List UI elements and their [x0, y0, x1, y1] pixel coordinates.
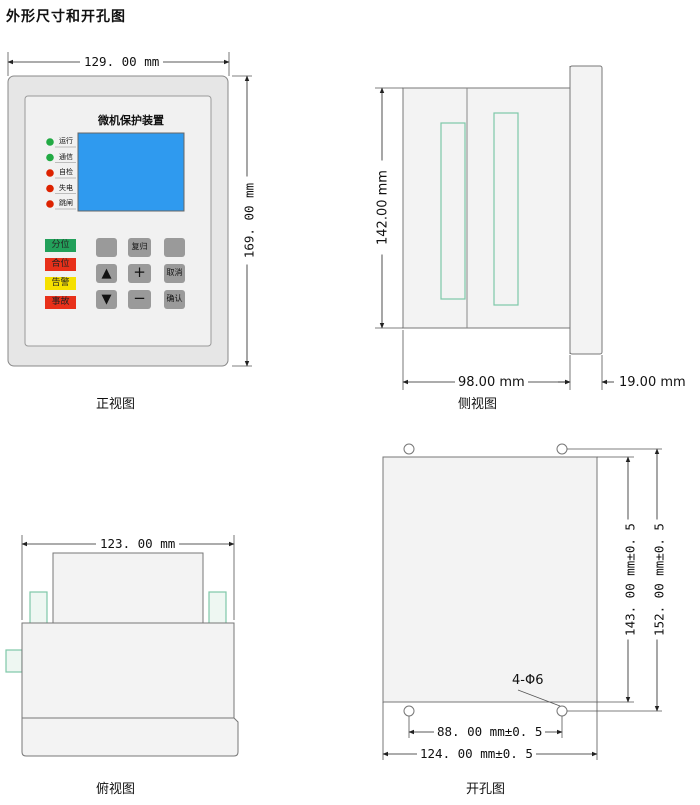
indicator-led-3 [46, 184, 54, 193]
indicator-leds [46, 138, 76, 210]
cutout-inner-width-dim-label: 88. 00 mm±0. 5 [434, 724, 546, 739]
indicator-label-3: 失电 [59, 183, 73, 192]
side-body [402, 87, 571, 329]
reset-key-bg [128, 238, 151, 257]
indicator-label-4: 跳闸 [59, 199, 73, 207]
side-view-drawing [375, 65, 614, 390]
top-rear-body [52, 552, 204, 624]
top-front-panel [21, 717, 239, 757]
cancel-key[interactable]: 取消 [166, 268, 183, 277]
cutout-outer-height-dim-label: 152. 00 mm±0. 5 [651, 519, 667, 640]
side-height-dim-label: 142.00 mm [375, 160, 391, 255]
cancel-key-bg [164, 264, 185, 283]
reset-key[interactable]: 复归 [131, 242, 148, 251]
cutout-outer-width-dim-label: 124. 00 mm±0. 5 [417, 746, 536, 761]
side-terminal-right [493, 112, 519, 306]
side-panel-dim-label: 19.00 mm [619, 375, 686, 390]
cutout-view-caption: 开孔图 [466, 782, 506, 797]
top-main-body [21, 622, 235, 719]
status-label-alarm: 告警 [45, 277, 76, 290]
device-name-label: 微机保护装置 [98, 114, 164, 127]
up-arrow-key[interactable]: ▲ [101, 266, 112, 281]
blank-key-left [96, 238, 117, 257]
indicator-led-1 [46, 153, 54, 162]
plus-key[interactable]: + [133, 263, 146, 281]
cutout-inner-height-dim-label: 143. 00 mm±0. 5 [622, 519, 638, 640]
down-arrow-key[interactable]: ▼ [101, 292, 112, 307]
side-terminal-left [440, 122, 466, 300]
minus-key-bg [128, 290, 151, 309]
indicator-label-2: 自检 [59, 168, 73, 176]
top-view-drawing [5, 535, 239, 757]
confirm-key-bg [164, 290, 185, 309]
cutout-rectangle [382, 456, 598, 703]
top-right-clip [208, 591, 227, 625]
minus-key[interactable]: − [133, 289, 146, 307]
blank-key-right [164, 238, 185, 257]
status-label-open: 分位 [45, 239, 76, 252]
hole-count-label: 4-Φ6 [512, 673, 544, 688]
front-width-dim-label: 129. 00 mm [80, 54, 164, 69]
indicator-label-1: 通信 [59, 152, 73, 161]
top-side-clip [5, 649, 23, 673]
top-view-caption: 俯视图 [96, 782, 136, 797]
indicator-led-2 [46, 169, 54, 177]
confirm-key[interactable]: 确认 [166, 294, 183, 303]
hole-bottom-left [403, 705, 415, 717]
side-depth-dim-label: 98.00 mm [455, 375, 528, 390]
side-view-caption: 侧视图 [458, 397, 498, 412]
front-view-drawing [7, 52, 252, 367]
side-front-panel [569, 65, 603, 355]
front-view-caption: 正视图 [96, 397, 136, 412]
lcd-screen [77, 132, 185, 212]
hole-bottom-right [556, 705, 568, 717]
indicator-led-4 [46, 200, 54, 208]
down-key-bg [96, 290, 117, 309]
up-key-bg [96, 264, 117, 283]
top-left-clip [29, 591, 48, 625]
plus-key-bg [128, 264, 151, 283]
hole-top-right [556, 443, 568, 455]
top-width-dim-label: 123. 00 mm [96, 536, 180, 551]
status-label-closed: 合位 [45, 258, 76, 271]
status-label-fault: 事故 [45, 296, 76, 309]
page-title: 外形尺寸和开孔图 [6, 9, 126, 25]
hole-top-left [403, 443, 415, 455]
indicator-label-0: 运行 [59, 137, 73, 145]
front-height-dim-label: 169. 00 mm [241, 176, 257, 265]
indicator-led-0 [46, 138, 54, 146]
cutout-view-drawing [382, 443, 662, 760]
